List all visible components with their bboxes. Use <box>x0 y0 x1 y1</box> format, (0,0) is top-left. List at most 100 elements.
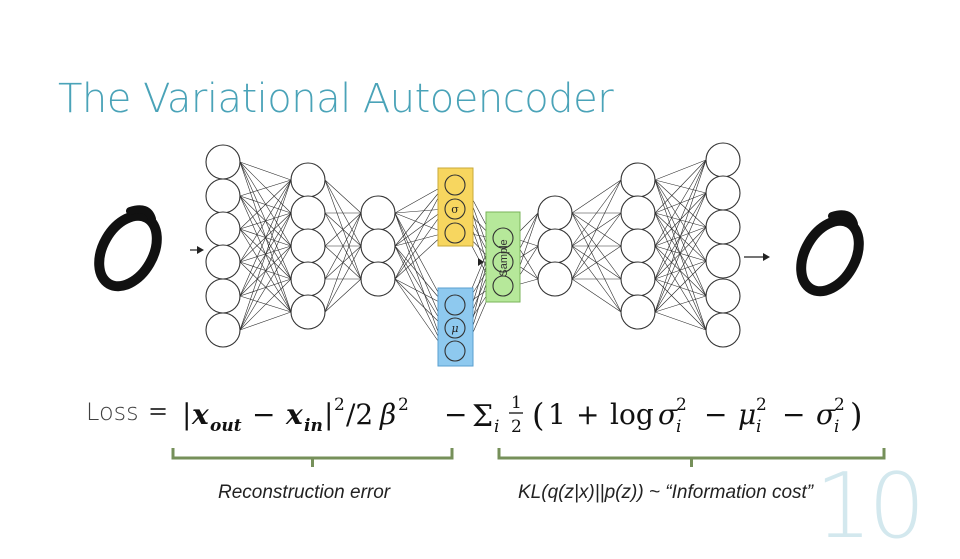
svg-text:2: 2 <box>398 395 409 415</box>
connection <box>654 212 707 262</box>
decoder-node <box>620 261 656 297</box>
connection <box>394 245 446 352</box>
kl-information-cost-label: KL(q(z|x)||p(z)) ~ “Information cost” <box>518 482 814 503</box>
output-arrowhead <box>763 253 770 261</box>
loss-formula: | x out − x in | 2 /2 β 2 − Σ i 1 2 ( 1 … <box>182 386 872 437</box>
sigma-node <box>444 222 466 244</box>
connection <box>239 161 292 247</box>
svg-text:2: 2 <box>511 417 522 437</box>
input-digit-zero-stroke <box>126 205 156 223</box>
svg-text:i: i <box>834 417 839 437</box>
encoder-node <box>205 178 241 214</box>
svg-text:+: + <box>576 398 599 431</box>
connection <box>654 226 707 313</box>
sigma-symbol: σ <box>451 203 459 216</box>
connection <box>394 278 446 329</box>
connection <box>654 278 707 297</box>
connection <box>239 179 292 331</box>
connection <box>239 161 292 181</box>
svg-text:1: 1 <box>511 393 522 413</box>
sample-node <box>492 251 514 273</box>
connection <box>324 212 362 280</box>
connection <box>394 232 446 247</box>
sigma-node <box>444 198 466 220</box>
encoder-node <box>205 211 241 247</box>
digit-images <box>94 205 864 297</box>
decoder-node <box>620 294 656 330</box>
decoder-node <box>537 261 573 297</box>
svg-text:2: 2 <box>334 395 345 415</box>
connection <box>654 159 707 247</box>
mu-symbol: μ <box>451 322 458 335</box>
svg-text:Σ: Σ <box>472 399 493 434</box>
connection <box>654 159 707 181</box>
connection <box>654 159 707 280</box>
connection <box>654 159 707 214</box>
sample-label: Sample <box>498 239 510 276</box>
output-digit-zero <box>796 215 864 297</box>
connection <box>394 245 446 306</box>
connection <box>654 295 707 313</box>
connection <box>654 179 707 297</box>
connection <box>239 179 292 297</box>
reconstruction-error-label: Reconstruction error <box>218 482 391 503</box>
svg-text:σ: σ <box>658 398 678 431</box>
slide-title: The Variational Autoencoder <box>58 76 614 122</box>
connection <box>239 261 292 280</box>
connection <box>654 245 707 262</box>
connection <box>571 212 622 280</box>
decoder-node <box>620 228 656 264</box>
svg-text:i: i <box>494 417 499 437</box>
decoder-node <box>537 195 573 231</box>
page-number: 10 <box>815 454 926 559</box>
connection <box>654 212 707 297</box>
connection <box>394 212 446 234</box>
decoder-node <box>537 228 573 264</box>
sample-node <box>492 227 514 249</box>
connection <box>239 179 292 230</box>
connection <box>239 245 292 331</box>
connection <box>654 159 707 313</box>
connection <box>394 208 446 280</box>
connection <box>239 212 292 331</box>
connection <box>239 261 292 313</box>
connection <box>239 179 292 263</box>
connection <box>394 212 446 329</box>
connection <box>239 179 292 197</box>
input-arrowhead <box>197 246 204 254</box>
decoder-node <box>705 243 741 279</box>
connection <box>571 179 622 280</box>
svg-text:i: i <box>676 417 681 437</box>
connection <box>394 208 446 214</box>
encoder-node <box>360 228 396 264</box>
latent-labels: σ μ Sample <box>451 203 510 335</box>
mu-node <box>444 317 466 339</box>
decoder-node <box>620 162 656 198</box>
encoder-node <box>290 294 326 330</box>
encoder-node <box>205 244 241 280</box>
decoder-node <box>620 195 656 231</box>
encoder-node <box>290 228 326 264</box>
svg-text:β: β <box>379 398 396 431</box>
connection <box>239 295 292 313</box>
connection <box>654 179 707 262</box>
svg-text:(: ( <box>532 396 544 434</box>
connection <box>654 245 707 297</box>
svg-text:−: − <box>704 398 727 431</box>
sample-arrowhead <box>478 258 484 266</box>
connection <box>394 278 446 352</box>
connection <box>394 212 446 352</box>
loss-label: Loss <box>86 398 139 426</box>
svg-text:|: | <box>182 398 191 431</box>
connection <box>394 184 446 214</box>
connection <box>239 278 292 331</box>
connection <box>394 232 446 280</box>
output-digit-zero-stroke <box>828 210 858 228</box>
svg-text:): ) <box>850 396 862 434</box>
io-arrows <box>190 246 770 266</box>
input-digit-zero <box>94 210 162 292</box>
vae-diagram: σ μ Sample <box>94 142 886 467</box>
connection <box>324 179 362 214</box>
connection <box>571 245 622 280</box>
svg-text:2: 2 <box>756 395 767 415</box>
